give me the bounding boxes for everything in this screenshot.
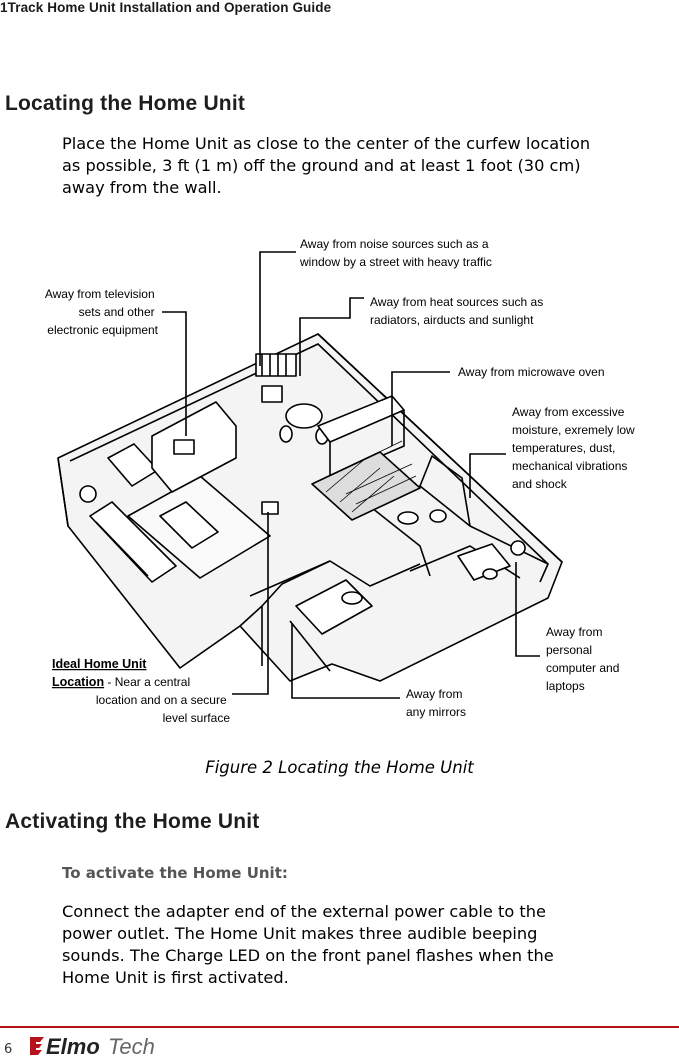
svg-text:Away from noise sources such a: Away from noise sources such as a window… — [299, 237, 492, 269]
home-unit-location-diagram: Away from noise sources such as a window… — [45, 237, 638, 725]
callout-mirrors-line: any mirrors — [406, 705, 466, 719]
callout-heat-line: Away from heat sources such as — [370, 295, 543, 309]
callout-noise-line: Away from noise sources such as a — [300, 237, 489, 251]
callout-ideal-line: level surface — [163, 711, 231, 725]
procedure-subheading: To activate the Home Unit: — [62, 864, 288, 882]
svg-text:Away from microwave oven: Away from microwave oven — [458, 365, 605, 379]
paragraph-line: sounds. The Charge LED on the front pane… — [62, 946, 554, 965]
paragraph-line: Connect the adapter end of the external … — [62, 902, 546, 921]
callout-tv-line: sets and other — [79, 305, 155, 319]
callout-moisture-line: mechanical vibrations — [512, 459, 627, 473]
paragraph-line: Home Unit is first activated. — [62, 968, 289, 987]
svg-text:Ideal Home Unit: Ideal Home Unit — [52, 657, 147, 671]
svg-text:Elmo: Elmo — [46, 1034, 100, 1059]
callout-tv-line: electronic equipment — [47, 323, 158, 337]
figure-caption: Figure 2 Locating the Home Unit — [205, 758, 474, 777]
section-heading-activating: Activating the Home Unit — [5, 810, 260, 833]
callout-moisture-line: Away from excessive — [512, 405, 625, 419]
callout-moisture-line: moisture, exremely low — [512, 423, 635, 437]
section-heading-locating: Locating the Home Unit — [5, 92, 246, 115]
svg-text:Away from any mirrors: Away from any mirrors — [406, 687, 466, 719]
svg-text:Tech: Tech — [108, 1034, 155, 1059]
callout-microwave-line: Away from microwave oven — [458, 365, 605, 379]
running-header: 1Track Home Unit Installation and Operat… — [0, 0, 332, 15]
svg-text:Location - Near a central: Location - Near a central — [52, 675, 190, 689]
locating-paragraph: Place the Home Unit as close to the cent… — [62, 133, 677, 199]
paragraph-line: power outlet. The Home Unit makes three … — [62, 924, 538, 943]
elmotech-logo: Elmo Tech — [30, 1034, 155, 1059]
callout-computer-line: computer and — [546, 661, 619, 675]
callout-noise-line: window by a street with heavy traffic — [299, 255, 492, 269]
callout-computer-line: Away from — [546, 625, 602, 639]
activating-paragraph: Connect the adapter end of the external … — [62, 901, 677, 989]
svg-text:Away from personal com: Away from personal computer and laptops — [546, 625, 623, 693]
footer-rule — [0, 1026, 679, 1028]
callout-ideal-title: Ideal Home Unit — [52, 657, 147, 671]
svg-text:Away from excessive moistu: Away from excessive moisture, exremely l… — [512, 405, 638, 491]
svg-text:Away from heat sources such as: Away from heat sources such as radiators… — [370, 295, 547, 327]
callout-ideal-title: Location — [52, 675, 104, 689]
paragraph-line: Place the Home Unit as close to the cent… — [62, 134, 591, 153]
callout-moisture-line: and shock — [512, 477, 568, 491]
paragraph-line: as possible, 3 ft (1 m) off the ground a… — [62, 156, 581, 175]
page-number: 6 — [4, 1042, 13, 1057]
callout-moisture-line: temperatures, dust, — [512, 441, 615, 455]
callout-heat-line: radiators, airducts and sunlight — [370, 313, 534, 327]
callout-mirrors-line: Away from — [406, 687, 462, 701]
svg-text:Away from television sets: Away from television sets and other elec… — [45, 287, 159, 337]
callout-ideal-line: location and on a secure — [96, 693, 227, 707]
svg-text:location and on a secure l: location and on a secure level surface — [96, 693, 230, 725]
callout-tv-line: Away from television — [45, 287, 155, 301]
paragraph-line: away from the wall. — [62, 178, 222, 197]
callout-ideal-line: - Near a central — [104, 675, 190, 689]
callout-computer-line: personal — [546, 643, 592, 657]
callout-computer-line: laptops — [546, 679, 585, 693]
